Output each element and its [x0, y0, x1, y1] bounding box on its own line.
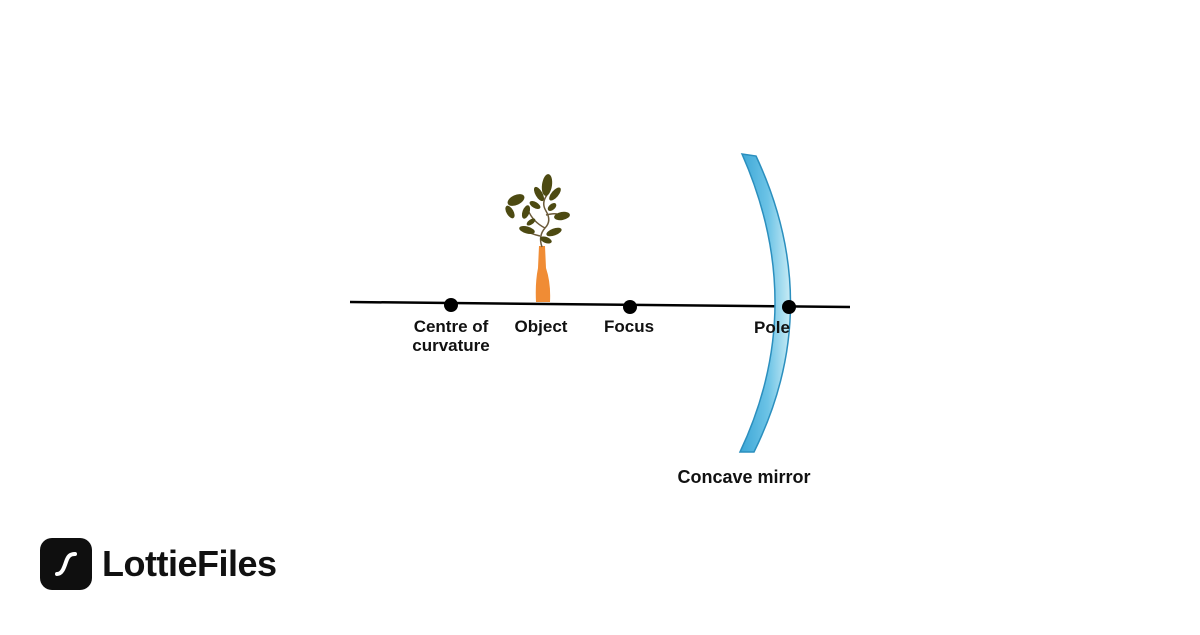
focus-point: [623, 300, 637, 314]
pole-label: Pole: [754, 318, 790, 337]
plant-in-vase-icon: [505, 174, 570, 302]
object-label: Object: [514, 317, 568, 336]
brand-name: LottieFiles: [102, 543, 277, 584]
centre-of-curvature-label-line1: Centre of: [413, 317, 489, 336]
brand-logo: LottieFiles: [40, 538, 277, 590]
centre-of-curvature-label: Centre of curvature: [401, 317, 501, 355]
lottie-logo-icon: [40, 538, 92, 590]
plant-leaves: [505, 174, 570, 244]
principal-axis: [349, 300, 851, 309]
centre-of-curvature-label-line2: curvature: [412, 336, 490, 355]
concave-mirror-shape: [738, 153, 792, 453]
focus-label: Focus: [603, 317, 655, 336]
concave-mirror-label: Concave mirror: [677, 467, 811, 487]
pole-point: [782, 300, 796, 314]
centre-of-curvature-point: [444, 298, 458, 312]
vase: [535, 246, 551, 302]
